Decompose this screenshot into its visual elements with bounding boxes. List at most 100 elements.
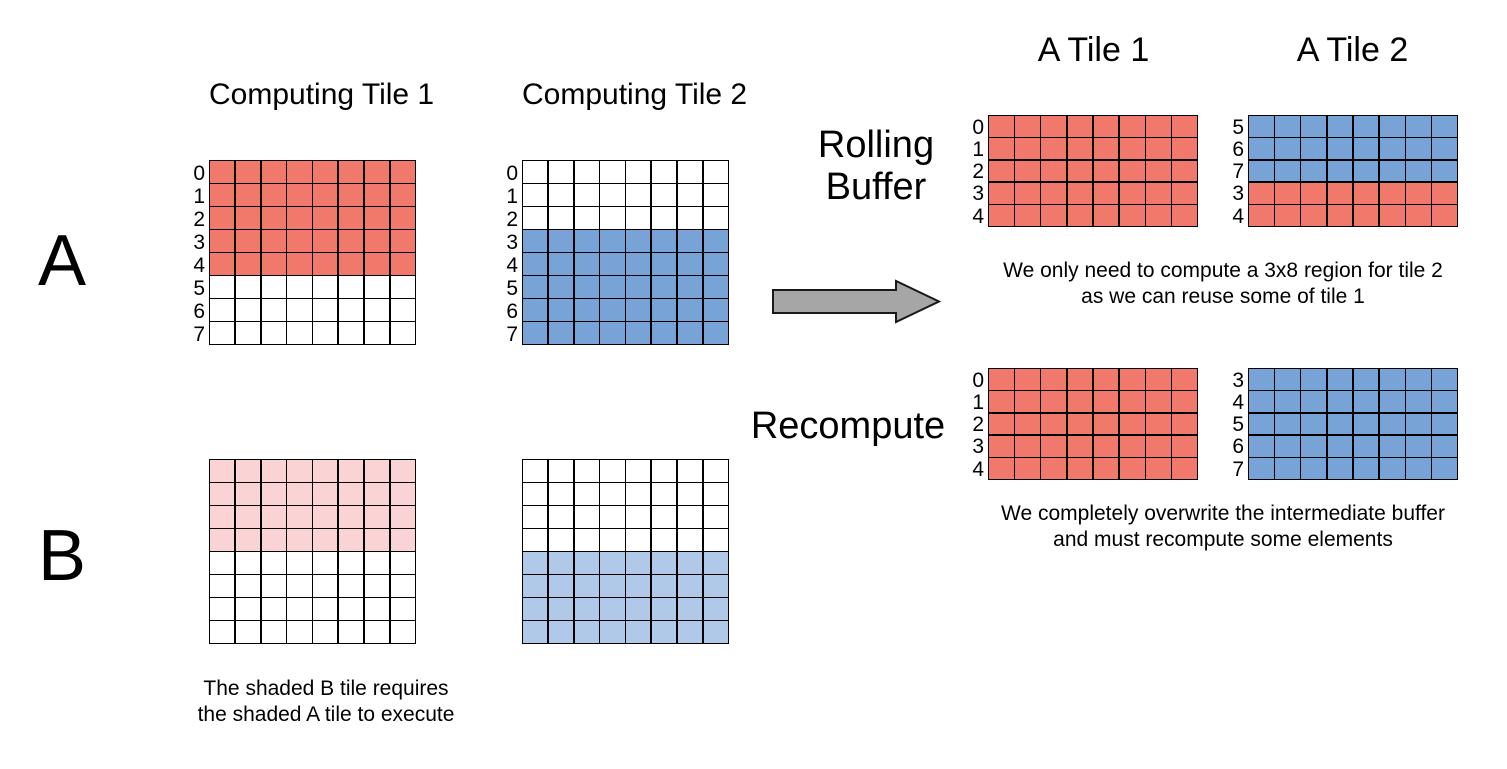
grid-cell [1432,182,1457,204]
grid-cell [703,276,728,298]
grid-cell [548,253,574,275]
grid-cell [1379,391,1405,413]
grid-cell [313,161,338,183]
grid-cell [600,621,625,643]
grid-cell [574,230,599,252]
row-label: 5 [1232,413,1244,437]
grid-cell [1301,138,1327,160]
grid-cell [1119,391,1145,413]
grid-cell [677,253,703,275]
grid-cell [523,575,548,597]
grid-cell [210,529,235,551]
grid-cell [1041,435,1067,457]
grid-cell [1432,160,1457,182]
grid-cell [1146,138,1171,160]
grid-cell [1353,160,1379,182]
grid-cell [1119,182,1145,204]
grid-cell [1432,413,1457,435]
grid-cell [261,322,286,344]
row-label: 7 [1232,160,1244,184]
grid-cell [1275,116,1300,137]
grid-cell [626,161,651,183]
grid-cell [523,299,548,321]
grid-cell [1406,458,1431,479]
grid [988,368,1198,480]
b-dependency-caption-line1: The shaded B tile requires [203,677,449,700]
grid-cell [574,299,599,321]
grid-cell [1406,413,1431,435]
section-a-label: A [38,221,87,301]
grid-cell [235,299,261,321]
grid-cell [338,506,364,528]
grid-cell [1146,458,1171,479]
grid-cell [989,205,1014,226]
grid-cell [703,207,728,229]
grid-cell [1146,205,1171,226]
grid-cell [677,322,703,344]
grid-cell [1119,435,1145,457]
grid-cell [677,161,703,183]
grid-cell [574,575,599,597]
grid-cell [1275,391,1300,413]
grid-cell [390,230,415,252]
grid-cell [287,253,312,275]
grid-cell [313,529,338,551]
grid-cell [523,460,548,482]
grid-cell [1093,182,1119,204]
recompute-caption-line2: and must recompute some elements [1053,528,1393,551]
grid-cell [390,161,415,183]
grid-cell [523,161,548,183]
grid-cell [1432,435,1457,457]
grid-cell [989,138,1014,160]
grid-cell [338,460,364,482]
grid-cell [626,552,651,574]
grid-cell [1406,391,1431,413]
grid-cell [210,621,235,643]
grid-cell [677,621,703,643]
grid-cell [1015,391,1040,413]
grid-cell [364,621,390,643]
grid-cell [1379,182,1405,204]
grid-cell [677,483,703,505]
grid-cell [210,460,235,482]
grid-cell [1353,413,1379,435]
row-label: 7 [506,322,518,346]
grid-cell [1327,435,1353,457]
grid-cell [651,184,677,206]
grid-cell [1353,369,1379,390]
grid-cell [1301,160,1327,182]
grid-cell [235,253,261,275]
grid-cell [626,184,651,206]
grid-cell [210,253,235,275]
grid-cell [390,460,415,482]
grid-cell [548,276,574,298]
grid-cell [1379,435,1405,457]
grid-cell [574,552,599,574]
grid-cell [313,230,338,252]
grid-cell [1327,413,1353,435]
a-tile-2-header: A Tile 2 [1296,31,1409,69]
grid-cell [651,552,677,574]
grid-cell [313,276,338,298]
grid-cell [210,276,235,298]
grid-cell [548,506,574,528]
grid-cell [1353,205,1379,226]
grid-cell [651,529,677,551]
grid-cell [287,322,312,344]
grid-cell [1406,369,1431,390]
grid-cell [600,529,625,551]
grid-cell [364,230,390,252]
row-label: 6 [506,299,518,323]
grid-cell [1432,458,1457,479]
grid-cell [703,621,728,643]
grid-cell [523,230,548,252]
grid-cell [390,552,415,574]
grid-cell [1041,138,1067,160]
grid-cell [313,552,338,574]
grid-cell [235,184,261,206]
grid-cell [600,575,625,597]
grid-cell [390,575,415,597]
